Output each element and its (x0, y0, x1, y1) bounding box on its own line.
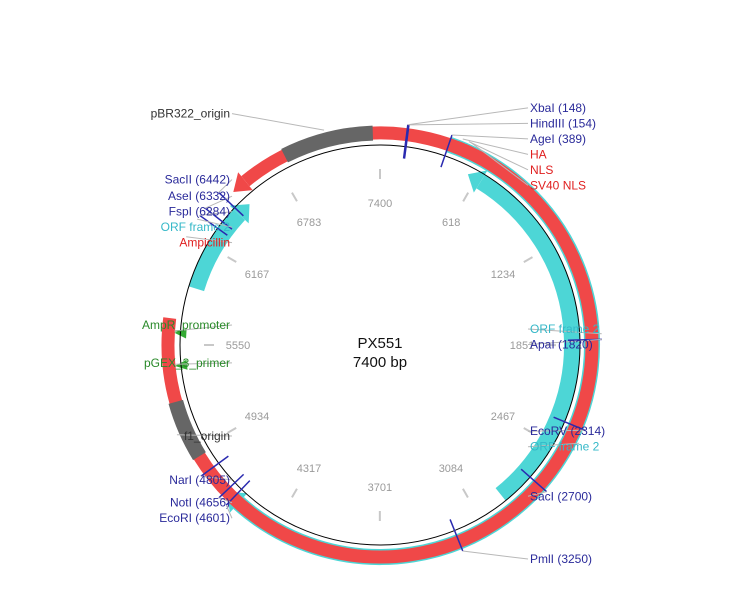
label-leader (462, 138, 529, 155)
cut-site-saci (520, 468, 548, 493)
feature-ha-8 (453, 140, 465, 156)
tick-label: 3701 (368, 482, 392, 494)
map-label-orf-frame-2[interactable]: ORF frame 2 (530, 440, 600, 454)
cut-site-fspi (199, 214, 228, 236)
label-leader (527, 442, 580, 448)
tick-mark (462, 488, 469, 498)
map-label-saci-2700[interactable]: SacI (2700) (530, 489, 592, 503)
enzyme-layer (199, 124, 602, 552)
label-leader (527, 328, 602, 335)
tick-label: 1851 (510, 340, 534, 352)
label-leader (231, 113, 325, 131)
label-leader (470, 142, 529, 186)
feature-nls-10 (461, 144, 469, 158)
tick-layer: 7400 618 1234 1851 2467 3084 3701 4317 4934 5550 6… (204, 169, 557, 522)
map-label-ecori-4601[interactable]: EcoRI (4601) (159, 511, 230, 525)
plasmid-name: PX551 (357, 335, 402, 352)
label-leader (197, 218, 233, 228)
tick-mark (291, 192, 298, 202)
map-label-noti-4656[interactable]: NotI (4656) (170, 496, 230, 510)
map-label-pbr322-origin[interactable]: pBR322_origin (151, 107, 230, 121)
label-leader (527, 338, 602, 346)
map-label-f1-origin[interactable]: f1_origin (184, 429, 230, 443)
tick-label: 4317 (297, 463, 321, 475)
map-label-orf-frame-2[interactable]: ORF frame 2 (530, 322, 600, 336)
tick-label: 618 (442, 217, 460, 229)
plasmid-backbone (179, 144, 581, 546)
tick-label: 6783 (297, 217, 321, 229)
label-leader (462, 550, 529, 560)
tick-label: 6167 (245, 269, 269, 281)
tick-mark (523, 427, 533, 434)
feature-ampicillin-3-arrowhead (233, 172, 253, 192)
map-label-nari-4805[interactable]: NarI (4805) (169, 473, 230, 487)
cut-site-ecorv (553, 416, 586, 431)
tick-label: 3084 (439, 463, 463, 475)
map-label-xbai-148[interactable]: XbaI (148) (530, 101, 586, 115)
label-leader (218, 497, 233, 504)
label-leader (174, 324, 233, 332)
label-leader (200, 475, 233, 481)
label-leader (199, 211, 233, 216)
tick-label: 1234 (491, 269, 515, 281)
label-leader (408, 122, 529, 126)
label-leader (527, 491, 547, 497)
tick-mark (291, 488, 298, 498)
tick-mark (462, 192, 470, 202)
feature-sv40-nls-9 (460, 144, 474, 160)
map-label-ecorv-2314[interactable]: EcoRV (2314) (530, 424, 605, 438)
cut-site-agei (440, 134, 453, 168)
cut-site-pmli (449, 519, 464, 552)
label-layer: XbaI (148)HindIII (154) AgeI (389)HA NLSSV… (142, 101, 605, 566)
map-label-ha[interactable]: HA (530, 147, 547, 161)
tick-mark (227, 256, 237, 263)
feature-pbr322-origin-4 (281, 125, 374, 163)
tick-label: 5550 (226, 340, 250, 352)
tick-label: 4934 (245, 411, 269, 423)
label-leader (407, 107, 529, 126)
label-leader (468, 141, 529, 171)
label-leader (204, 195, 233, 209)
tick-label: 7400 (368, 198, 392, 210)
map-label-asei-6332[interactable]: AseI (6332) (168, 189, 230, 203)
cut-site-xbai (402, 124, 409, 159)
feature-f1-origin-5 (168, 399, 206, 461)
map-label-agei-389[interactable]: AgeI (389) (530, 132, 586, 146)
cut-site-noti (218, 473, 245, 499)
label-leader (225, 504, 233, 519)
label-leader (451, 134, 529, 140)
map-label-sv40-nls[interactable]: SV40 NLS (530, 178, 586, 192)
feature-orf-frame-2-1 (476, 174, 580, 501)
tick-label: 2467 (491, 411, 515, 423)
map-label-nls[interactable]: NLS (530, 163, 553, 177)
plasmid-length: 7400 bp (353, 354, 407, 371)
label-leader (186, 236, 233, 244)
label-leader (527, 429, 586, 432)
map-label-fspi-6284[interactable]: FspI (6284) (169, 205, 230, 219)
map-label-sacii-6442[interactable]: SacII (6442) (165, 173, 230, 187)
feature-orf-frame-2-2-arrowhead (229, 204, 250, 224)
map-label-ampicillin[interactable]: Ampicillin (179, 236, 230, 250)
cut-site-sacii (218, 191, 244, 217)
cut-site-hindiii (403, 124, 410, 159)
map-label-pgex-3-primer[interactable]: pGEX_3_primer (144, 356, 230, 370)
tick-mark (227, 427, 237, 434)
map-label-hindiii-154[interactable]: HindIII (154) (530, 116, 596, 130)
label-leader (176, 434, 233, 437)
cut-site-nari (200, 455, 229, 477)
cut-site-ecori (225, 480, 251, 506)
map-label-ampr-promoter[interactable]: AmpR_promoter (142, 318, 230, 332)
map-label-pmli-3250[interactable]: PmlI (3250) (530, 552, 592, 566)
map-label-orf-frame-2[interactable]: ORF frame 2 (161, 220, 231, 234)
label-leader (218, 179, 233, 193)
label-leader (174, 362, 233, 365)
feature-orf-frame-2-2 (188, 209, 246, 292)
map-label-apai-1820[interactable]: ApaI (1820) (530, 338, 593, 352)
tick-mark (523, 256, 533, 263)
feature-orf-frame-2-1-arrowhead (467, 170, 488, 193)
